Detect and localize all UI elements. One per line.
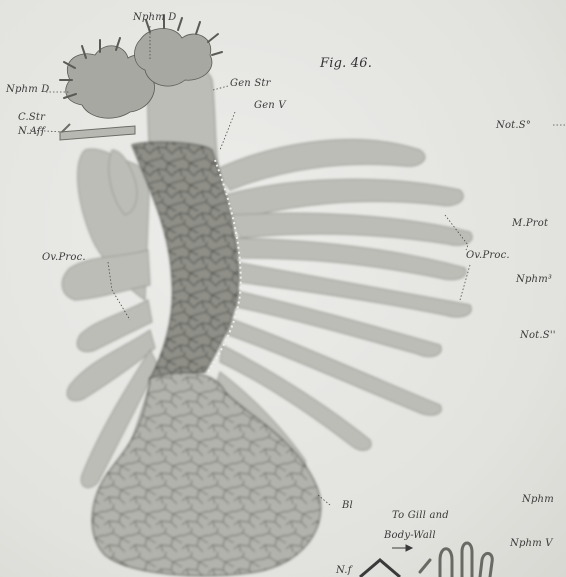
- label-nphm-v: Nphm V: [510, 538, 553, 549]
- label-nphm-d-left: Nphm D: [6, 84, 49, 95]
- nephridium-ventral: [420, 543, 492, 577]
- label-n-aff: N.Aff: [18, 126, 45, 137]
- label-to-gill: To Gill and: [392, 510, 449, 521]
- label-not-s-top: Not.S°: [496, 120, 531, 131]
- label-nphm-3: Nphm³: [516, 274, 552, 285]
- coelomic-strand: [60, 124, 135, 140]
- label-gen-str: Gen Str: [230, 78, 271, 89]
- label-not-s-mid: Not.S'': [520, 330, 556, 341]
- direction-arrow: [360, 545, 412, 577]
- label-bl: Bl: [342, 500, 353, 511]
- label-nphm-d-top: Nphm D: [133, 12, 176, 23]
- label-m-prot: M.Prot: [512, 218, 548, 229]
- label-body-wall: Body-Wall: [384, 530, 436, 541]
- label-nphm-bottom: Nphm: [522, 494, 554, 505]
- label-ov-proc-left: Ov.Proc.: [42, 252, 86, 263]
- label-ov-proc-right: Ov.Proc.: [466, 250, 510, 261]
- figure-title: Fig. 46.: [320, 56, 372, 71]
- label-c-str: C.Str: [18, 112, 45, 123]
- label-n-bottom: N.f: [336, 565, 352, 576]
- label-gen-v: Gen V: [254, 100, 286, 111]
